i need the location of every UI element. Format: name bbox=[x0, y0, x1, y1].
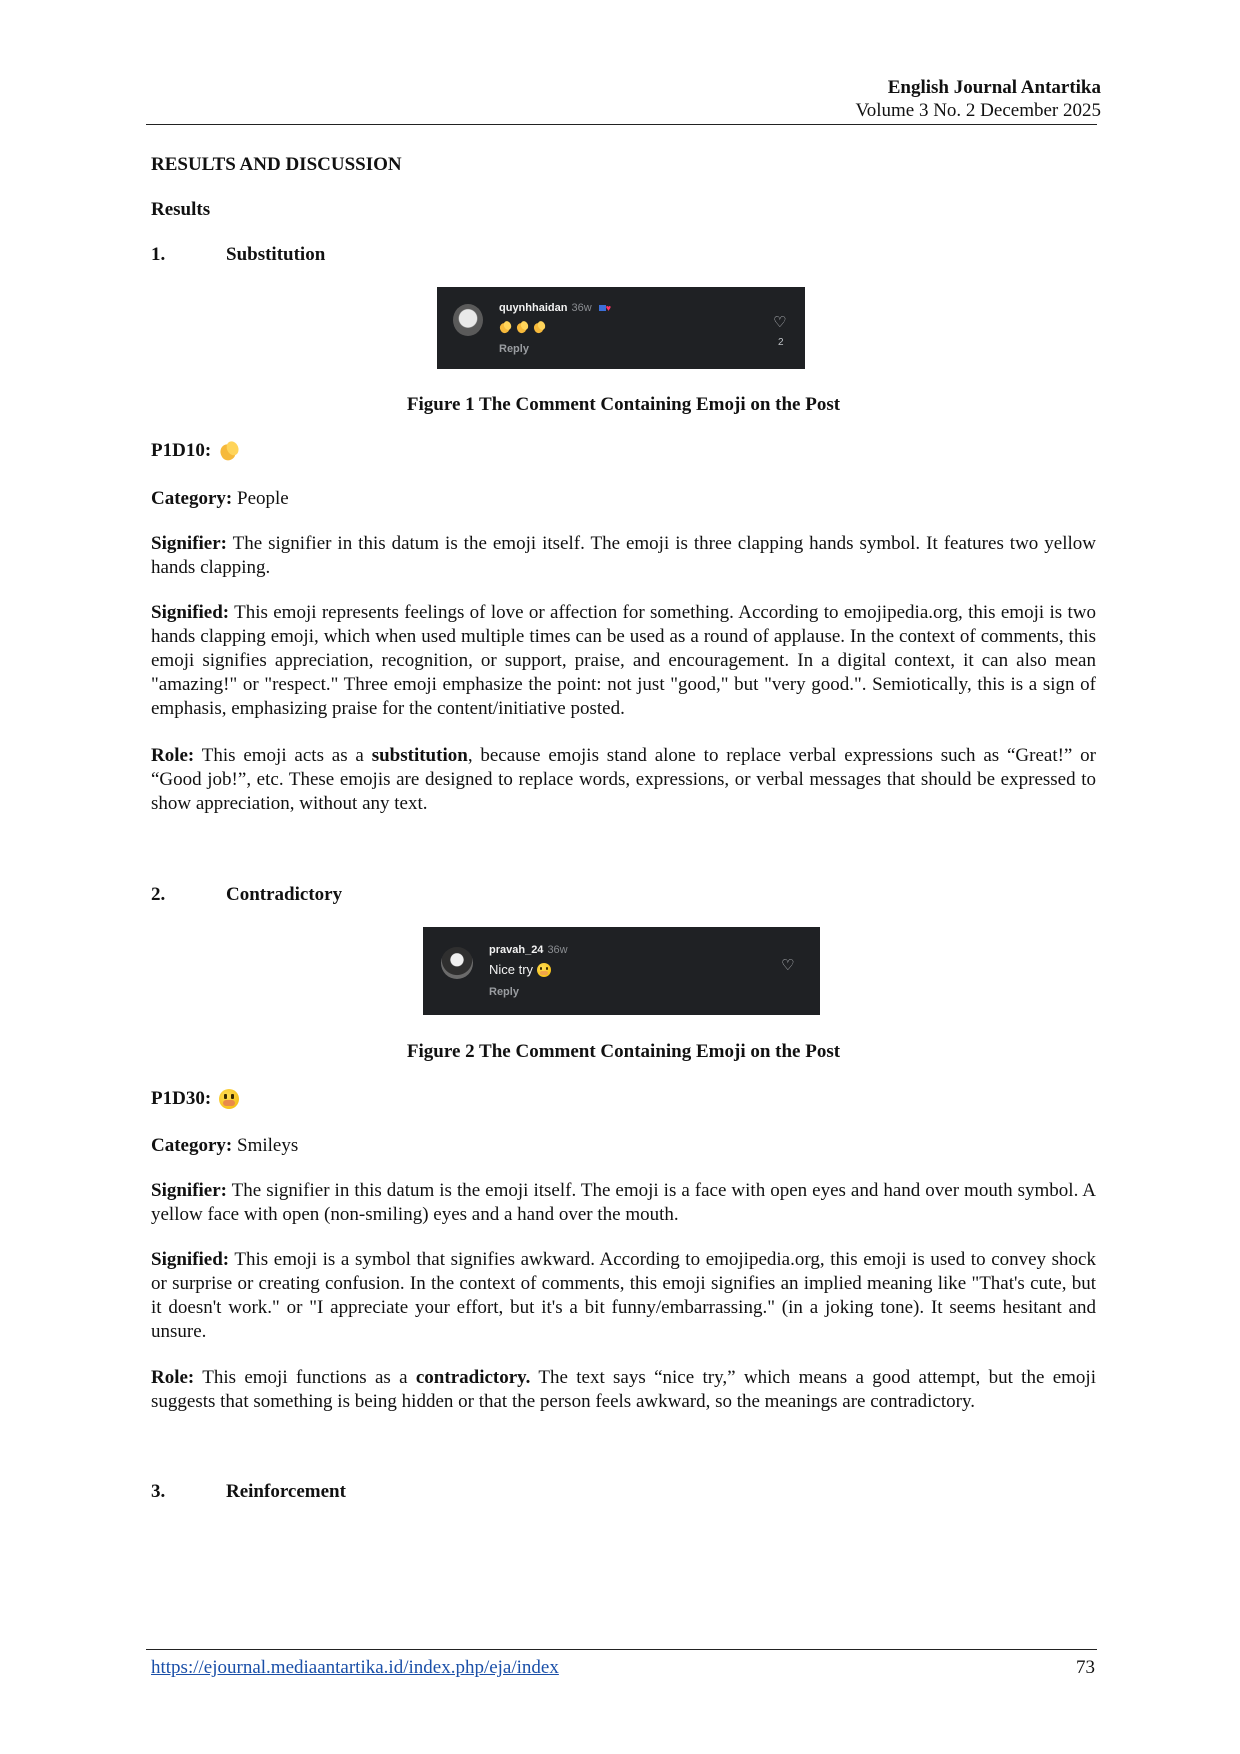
signified-1: Signified: This emoji represents feeling… bbox=[151, 602, 1096, 719]
category-2: Category: Smileys bbox=[151, 1135, 299, 1156]
item-number: 1. bbox=[151, 244, 166, 265]
like-heart-icon: ♡ bbox=[773, 314, 787, 331]
journal-name: English Journal Antartika bbox=[887, 77, 1101, 98]
clapping-hands-emoji-icon bbox=[499, 321, 512, 334]
role-1: Role: This emoji acts as a substitution,… bbox=[151, 745, 1097, 814]
datum-id-1: P1D10: bbox=[151, 439, 240, 463]
role-2: Role: This emoji functions as a contradi… bbox=[151, 1367, 1096, 1412]
journal-url-link[interactable]: https://ejournal.mediaantartika.id/index… bbox=[151, 1657, 559, 1678]
clapping-hands-emoji-icon bbox=[533, 321, 546, 334]
section-title: RESULTS AND DISCUSSION bbox=[151, 154, 402, 175]
reply-link: Reply bbox=[489, 986, 519, 998]
flag-icon bbox=[598, 305, 606, 311]
item-title: Reinforcement bbox=[226, 1481, 346, 1502]
clapping-hands-emoji-icon bbox=[516, 321, 529, 334]
running-header: English Journal Antartika Volume 3 No. 2… bbox=[855, 76, 1101, 122]
face-with-hand-over-mouth-emoji-icon bbox=[219, 1089, 240, 1109]
clapping-hands-emoji-icon bbox=[219, 441, 240, 462]
comment-text bbox=[499, 321, 546, 334]
signifier-1: Signifier: The signifier in this datum i… bbox=[151, 533, 1096, 578]
figure-caption-1: Figure 1 The Comment Containing Emoji on… bbox=[406, 394, 841, 415]
journal-volume: Volume 3 No. 2 December 2025 bbox=[855, 100, 1101, 121]
like-count: 2 bbox=[778, 337, 784, 348]
like-heart-icon: ♡ bbox=[781, 957, 795, 974]
figure-caption-2: Figure 2 The Comment Containing Emoji on… bbox=[406, 1041, 841, 1062]
item-heading-substitution: 1. Substitution bbox=[151, 243, 325, 267]
page-number: 73 bbox=[1076, 1657, 1095, 1678]
subsection-title: Results bbox=[151, 199, 211, 220]
avatar bbox=[441, 947, 473, 979]
heart-badge-icon: ♥ bbox=[605, 303, 612, 313]
item-heading-contradictory: 2. Contradictory bbox=[151, 883, 342, 907]
avatar bbox=[453, 304, 483, 336]
datum-id-2: P1D30: bbox=[151, 1087, 240, 1111]
item-heading-reinforcement: 3. Reinforcement bbox=[151, 1480, 346, 1504]
item-number: 3. bbox=[151, 1481, 166, 1502]
comment-text: Nice try bbox=[489, 962, 552, 977]
signified-2: Signified: This emoji is a symbol that s… bbox=[151, 1249, 1096, 1342]
item-number: 2. bbox=[151, 884, 166, 905]
signifier-2: Signifier: The signifier in this datum i… bbox=[151, 1180, 1096, 1225]
item-title: Substitution bbox=[226, 244, 326, 265]
header-rule bbox=[146, 124, 1097, 125]
item-title: Contradictory bbox=[226, 884, 343, 905]
reply-link: Reply bbox=[499, 343, 529, 355]
face-with-hand-over-mouth-emoji-icon bbox=[537, 962, 552, 977]
category-1: Category: People bbox=[151, 488, 289, 509]
footer-rule bbox=[146, 1649, 1097, 1650]
